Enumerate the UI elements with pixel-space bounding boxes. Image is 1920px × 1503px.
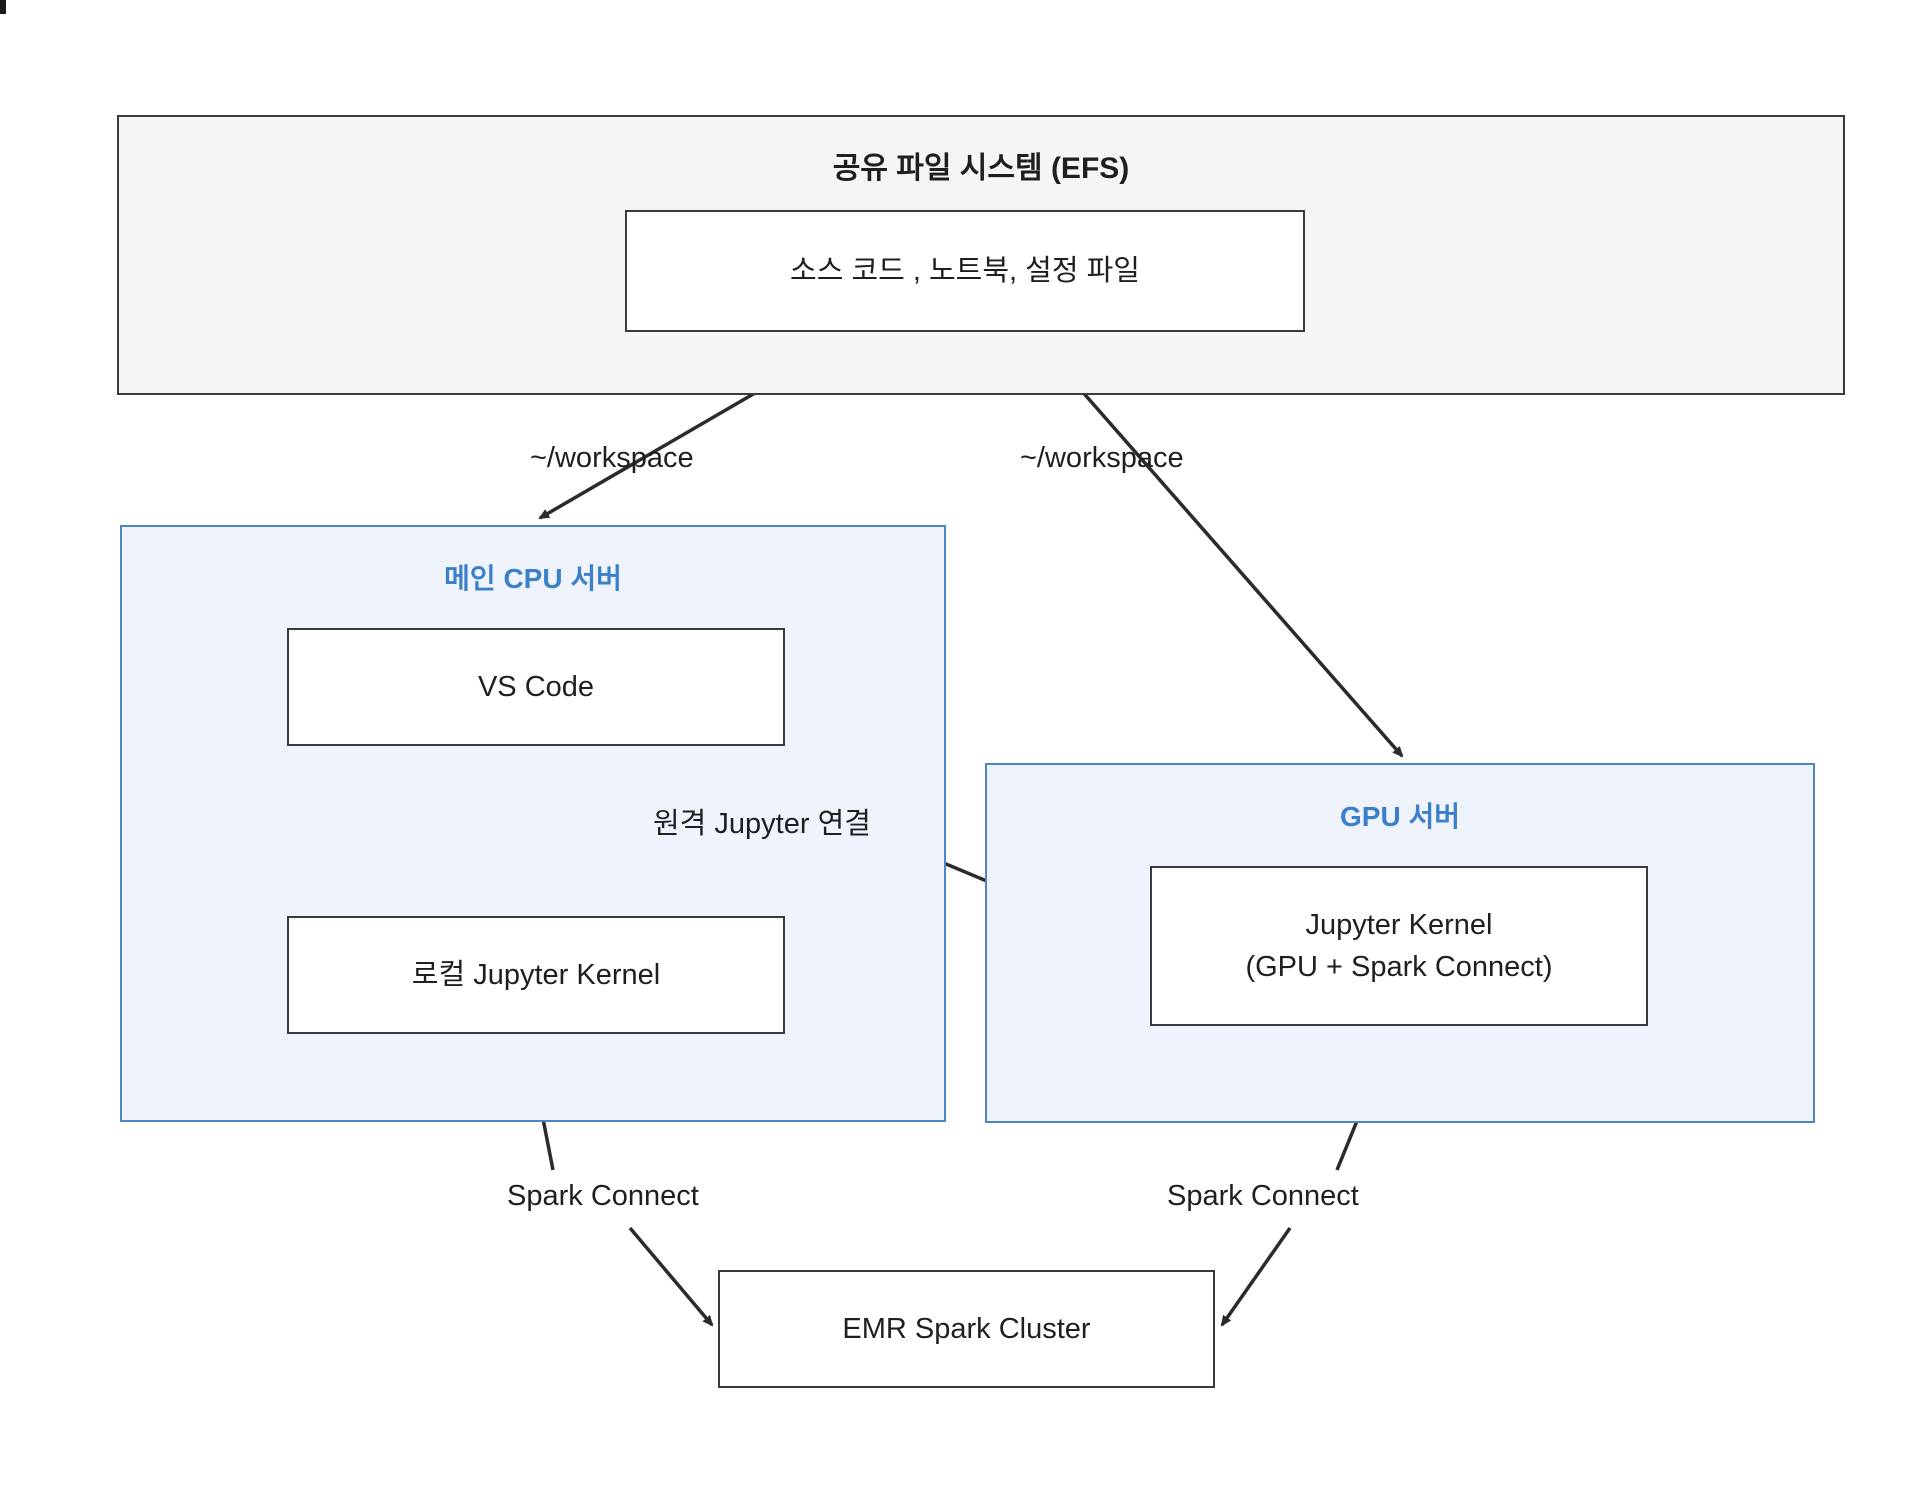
node-gpu-jupyter-kernel[interactable]: Jupyter Kernel (GPU + Spark Connect) — [1150, 866, 1648, 1026]
group-title-cpu-server: 메인 CPU 서버 — [444, 563, 622, 594]
corner-tick-mark — [0, 0, 6, 14]
edge-label-workspace-left: ~/workspace — [530, 442, 694, 474]
edge-label-workspace-right: ~/workspace — [1020, 442, 1184, 474]
node-source-code[interactable]: 소스 코드 , 노트북, 설정 파일 — [625, 210, 1305, 332]
node-emr-spark-cluster[interactable]: EMR Spark Cluster — [718, 1270, 1215, 1388]
group-title-gpu-server: GPU 서버 — [1340, 801, 1460, 832]
edge-source-to-gpu — [1028, 330, 1404, 758]
edge-label-spark-connect-left: Spark Connect — [507, 1180, 699, 1212]
edge-gpu-kernel-to-emr — [1220, 1226, 1292, 1327]
edge-label-remote-jupyter-connection: 원격 Jupyter 연결 — [653, 808, 871, 840]
group-title-efs: 공유 파일 시스템 (EFS) — [832, 152, 1130, 185]
group-shared-file-system: 공유 파일 시스템 (EFS) — [117, 115, 1845, 395]
node-vs-code[interactable]: VS Code — [287, 628, 785, 746]
edge-local-kernel-to-emr — [628, 1226, 714, 1327]
node-local-jupyter-kernel[interactable]: 로컬 Jupyter Kernel — [287, 916, 785, 1034]
edge-label-spark-connect-right: Spark Connect — [1167, 1180, 1359, 1212]
